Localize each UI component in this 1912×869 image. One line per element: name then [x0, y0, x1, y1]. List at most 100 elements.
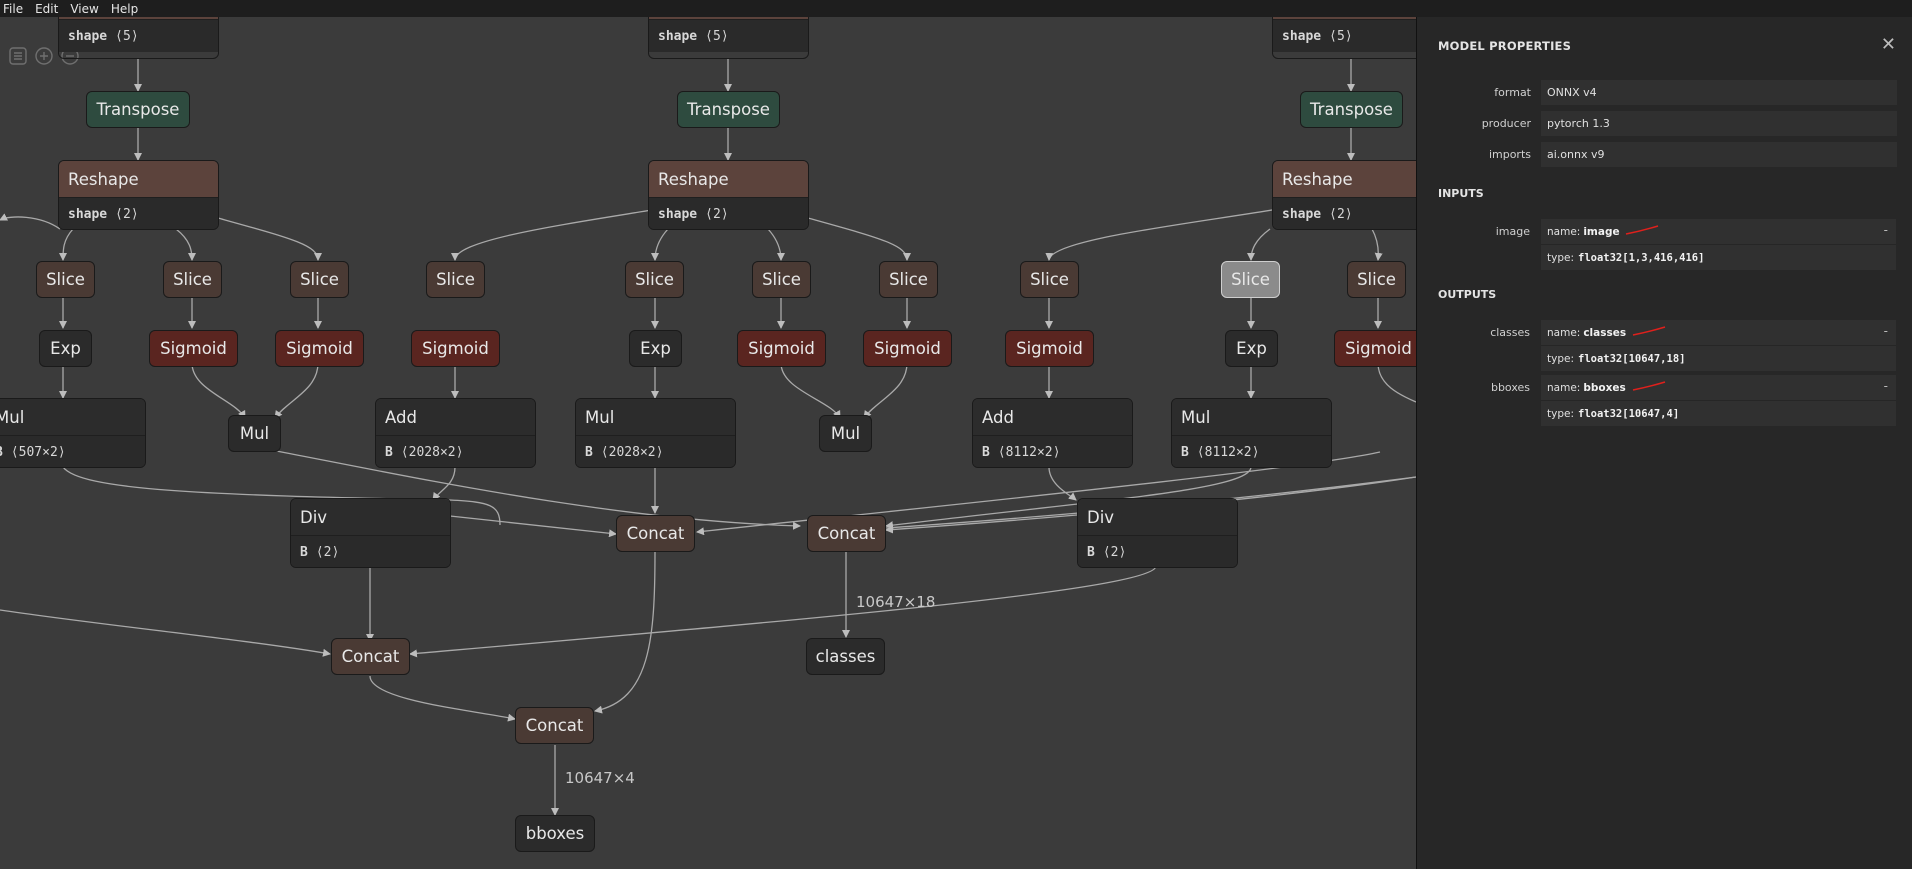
close-icon[interactable]: ✕ — [1880, 34, 1896, 55]
expand-toggle[interactable]: - — [1883, 379, 1888, 393]
edge-label-bboxes: 10647×4 — [565, 769, 635, 787]
argument-name: classes — [1583, 326, 1627, 339]
argument-name: bboxes — [1583, 381, 1626, 394]
node-title: Add — [973, 399, 1132, 436]
node-sigmoid[interactable]: Sigmoid — [411, 330, 500, 367]
edge-label-classes: 10647×18 — [856, 593, 936, 611]
node-slice[interactable]: Slice — [426, 261, 485, 298]
expand-toggle[interactable]: - — [1883, 223, 1888, 237]
input-image[interactable]: name: image - type: float32[1,3,416,416] — [1541, 219, 1896, 270]
attr-name: shape — [658, 28, 698, 44]
node-slice[interactable]: Slice — [163, 261, 222, 298]
node-mul[interactable]: Mul — [228, 415, 281, 452]
type-prefix: type: — [1547, 352, 1574, 365]
argument-type: float32[10647,4] — [1578, 407, 1680, 420]
attr-value: ⟨8112×2⟩ — [997, 444, 1061, 460]
menu-help[interactable]: Help — [110, 1, 139, 16]
node-shape-top-left[interactable]: shape ⟨5⟩ — [58, 17, 219, 59]
node-concat[interactable]: Concat — [616, 515, 695, 552]
node-shape-top-right[interactable]: shape⟨5⟩ — [1272, 17, 1416, 59]
node-slice[interactable]: Slice — [752, 261, 811, 298]
node-sigmoid[interactable]: Sigmoid — [737, 330, 826, 367]
node-title: Div — [1078, 499, 1237, 536]
node-sigmoid[interactable]: Sigmoid — [1334, 330, 1416, 367]
node-slice[interactable]: Slice — [879, 261, 938, 298]
argument-type: float32[10647,18] — [1578, 352, 1686, 365]
node-slice[interactable]: Slice — [1020, 261, 1079, 298]
node-slice-selected[interactable]: Slice — [1221, 261, 1280, 298]
attr-value: ⟨2⟩ — [1329, 206, 1353, 222]
attr-value: ⟨2028×2⟩ — [400, 444, 464, 460]
node-mul[interactable]: Mul B⟨2028×2⟩ — [575, 398, 736, 468]
attr-value: ⟨5⟩ — [1329, 28, 1353, 44]
name-prefix: name: — [1547, 225, 1581, 238]
node-title: Mul — [0, 399, 145, 436]
node-sigmoid[interactable]: Sigmoid — [1005, 330, 1094, 367]
red-annotation-mark — [1632, 381, 1666, 391]
attr-value: ⟨507×2⟩ — [10, 444, 66, 460]
property-value[interactable]: ai.onnx v9 — [1541, 142, 1897, 167]
input-label: image — [1495, 225, 1530, 238]
output-classes[interactable]: name: classes - type: float32[10647,18] — [1541, 320, 1896, 371]
attr-name: B — [982, 444, 990, 460]
output-bboxes-node[interactable]: bboxes — [515, 815, 595, 852]
output-classes-node[interactable]: classes — [806, 638, 885, 675]
attr-name: shape — [658, 206, 698, 222]
node-title: Reshape — [1273, 161, 1416, 198]
argument-name: image — [1583, 225, 1620, 238]
name-prefix: name: — [1547, 381, 1581, 394]
node-exp[interactable]: Exp — [629, 330, 682, 367]
node-sigmoid[interactable]: Sigmoid — [863, 330, 952, 367]
property-value[interactable]: ONNX v4 — [1541, 80, 1897, 105]
node-mul[interactable]: Mul — [819, 415, 872, 452]
node-mul[interactable]: Mul B ⟨8112×2⟩ — [1171, 398, 1332, 468]
node-slice[interactable]: Slice — [290, 261, 349, 298]
node-reshape[interactable]: Reshape shape⟨2⟩ — [58, 160, 219, 230]
node-sigmoid[interactable]: Sigmoid — [149, 330, 238, 367]
node-add[interactable]: Add B ⟨8112×2⟩ — [972, 398, 1133, 468]
node-title: Mul — [576, 399, 735, 436]
node-shape-top-middle[interactable]: shape⟨5⟩ — [648, 17, 809, 59]
attr-value: ⟨5⟩ — [115, 28, 139, 44]
node-add[interactable]: Add B⟨2028×2⟩ — [375, 398, 536, 468]
node-slice[interactable]: Slice — [1347, 261, 1406, 298]
expand-toggle[interactable]: - — [1883, 324, 1888, 338]
node-transpose[interactable]: Transpose — [1300, 91, 1403, 128]
node-slice[interactable]: Slice — [36, 261, 95, 298]
menu-edit[interactable]: Edit — [35, 1, 59, 16]
node-title: Mul — [1172, 399, 1331, 436]
model-properties-panel: MODEL PROPERTIES ✕ format ONNX v4 produc… — [1416, 17, 1912, 869]
output-bboxes[interactable]: name: bboxes - type: float32[10647,4] — [1541, 375, 1896, 426]
node-sigmoid[interactable]: Sigmoid — [275, 330, 364, 367]
attr-name: shape — [68, 28, 108, 44]
node-exp[interactable]: Exp — [1225, 330, 1278, 367]
node-concat[interactable]: Concat — [807, 515, 886, 552]
type-prefix: type: — [1547, 251, 1574, 264]
graph-canvas[interactable]: shape⟨5⟩ shape⟨5⟩ shape⟨5⟩ Transpose Tra… — [0, 17, 1416, 869]
node-transpose[interactable]: Transpose — [677, 91, 780, 128]
sidebar-icon[interactable] — [8, 46, 28, 66]
attr-value: ⟨8112×2⟩ — [1196, 444, 1260, 460]
node-title: Div — [291, 499, 450, 536]
node-transpose[interactable]: Transpose — [86, 91, 190, 128]
menu-view[interactable]: View — [70, 1, 99, 16]
node-reshape[interactable]: Reshape shape⟨2⟩ — [1272, 160, 1416, 230]
node-exp[interactable]: Exp — [39, 330, 92, 367]
attr-name: B — [300, 544, 308, 560]
attr-name: B — [1181, 444, 1189, 460]
attr-value: ⟨2⟩ — [115, 206, 139, 222]
property-value[interactable]: pytorch 1.3 — [1541, 111, 1897, 136]
node-concat[interactable]: Concat — [515, 707, 594, 744]
node-div[interactable]: Div B⟨2⟩ — [290, 498, 451, 568]
zoom-in-icon[interactable] — [34, 46, 54, 66]
node-concat[interactable]: Concat — [331, 638, 410, 675]
output-label: bboxes — [1490, 381, 1530, 394]
node-mul[interactable]: Mul B⟨507×2⟩ — [0, 398, 146, 468]
argument-type-line: type: float32[10647,18] — [1541, 345, 1896, 371]
node-slice[interactable]: Slice — [625, 261, 684, 298]
property-label: producer — [1481, 117, 1531, 130]
node-reshape[interactable]: Reshape shape⟨2⟩ — [648, 160, 809, 230]
node-div[interactable]: Div B⟨2⟩ — [1077, 498, 1238, 568]
argument-name-line: name: classes - — [1541, 320, 1896, 345]
menu-file[interactable]: File — [3, 1, 24, 16]
